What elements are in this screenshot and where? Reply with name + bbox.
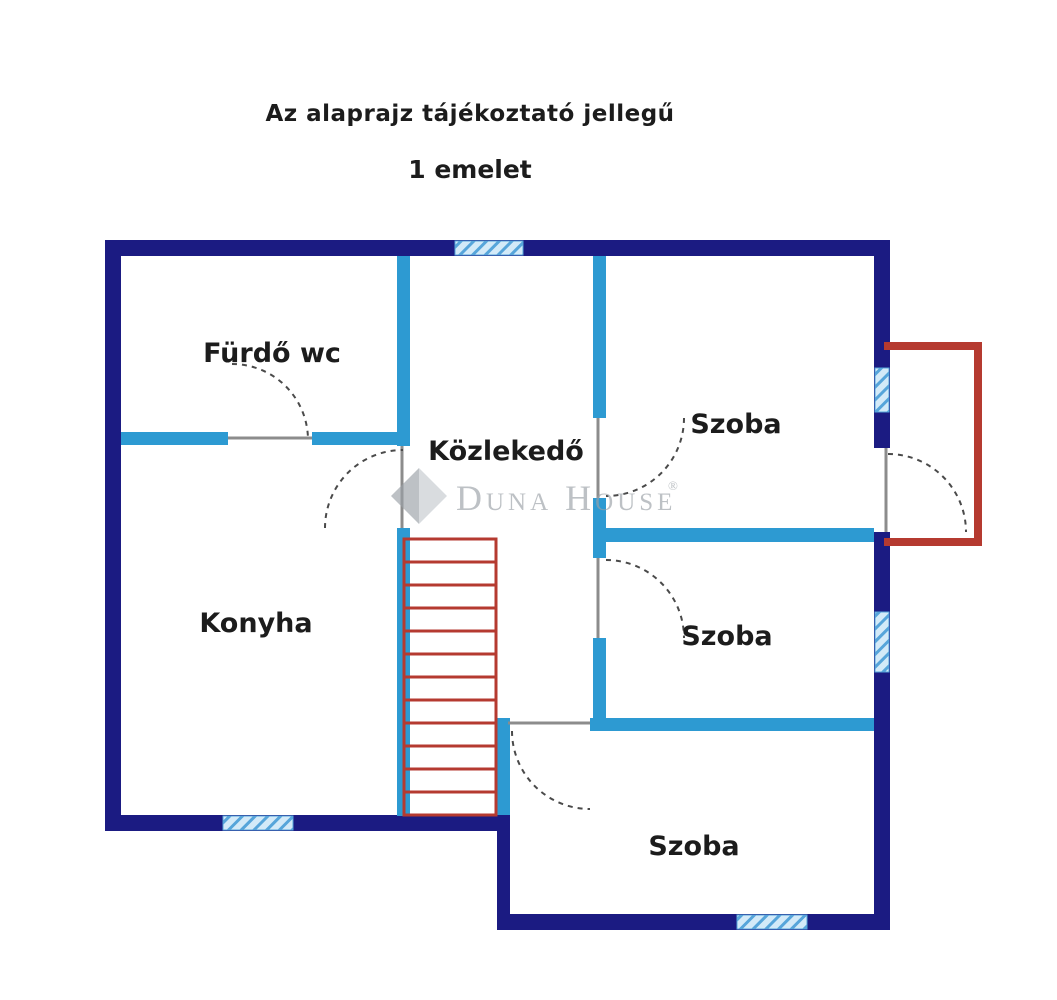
- inner-walls: [121, 256, 874, 816]
- door-arc-room-bottom: [511, 730, 591, 810]
- watermark-reg-mark: ®: [668, 478, 678, 493]
- watermark: Duna House ®: [391, 468, 678, 524]
- window-right-lower: [874, 611, 890, 673]
- door-arc-bathroom: [231, 363, 309, 441]
- window-bottom-left: [222, 815, 294, 831]
- wall-bottom-right: [497, 914, 890, 930]
- window-top: [454, 240, 524, 256]
- balcony: [884, 342, 982, 546]
- door-arc-kitchen: [324, 449, 404, 529]
- wall-bottom-left: [105, 815, 510, 831]
- balcony-wall-bottom: [884, 538, 982, 546]
- wall-left: [105, 240, 121, 831]
- door-jambs: [228, 418, 888, 725]
- partition-hall-lower: [593, 498, 606, 528]
- partition-bath-left: [121, 432, 228, 445]
- partition-bottom-horizontal: [590, 718, 874, 731]
- window-bottom-right: [736, 914, 808, 930]
- room-label-hallway: Közlekedő: [428, 436, 584, 467]
- room-label-room-top: Szoba: [690, 409, 781, 440]
- room-label-room-middle: Szoba: [681, 621, 772, 652]
- room-label-kitchen: Konyha: [199, 608, 312, 639]
- room-labels: Fürdő wc Közlekedő Szoba Konyha Szoba Sz…: [199, 338, 781, 862]
- door-arc-balcony: [887, 453, 967, 533]
- balcony-wall-top: [884, 342, 982, 350]
- watermark-logo-right: [419, 468, 447, 524]
- partition-mid-lower: [593, 638, 606, 718]
- partition-rooms-horizontal: [593, 528, 874, 542]
- door-arc-room-top: [605, 417, 685, 497]
- room-label-room-bottom: Szoba: [648, 831, 739, 862]
- partition-hall-upper: [593, 256, 606, 418]
- watermark-logo-left: [391, 468, 419, 524]
- page-title: Az alaprajz tájékoztató jellegű: [265, 101, 675, 127]
- door-arc-room-middle: [605, 559, 685, 639]
- wall-bottom-room-left: [497, 815, 510, 930]
- partition-mid-upper: [593, 542, 606, 558]
- staircase: [402, 537, 498, 817]
- floor-subtitle: 1 emelet: [408, 155, 532, 184]
- wall-right-lower: [874, 532, 890, 930]
- partition-bottom-vertical: [497, 718, 510, 815]
- windows: [222, 240, 890, 930]
- balcony-wall-right: [974, 342, 982, 546]
- partition-center-upper: [397, 256, 410, 446]
- door-arcs: [231, 363, 967, 810]
- room-label-bathroom: Fürdő wc: [203, 338, 341, 369]
- partition-bath-right: [312, 432, 410, 445]
- window-right-upper: [874, 367, 890, 413]
- watermark-brand: Duna House: [456, 478, 676, 518]
